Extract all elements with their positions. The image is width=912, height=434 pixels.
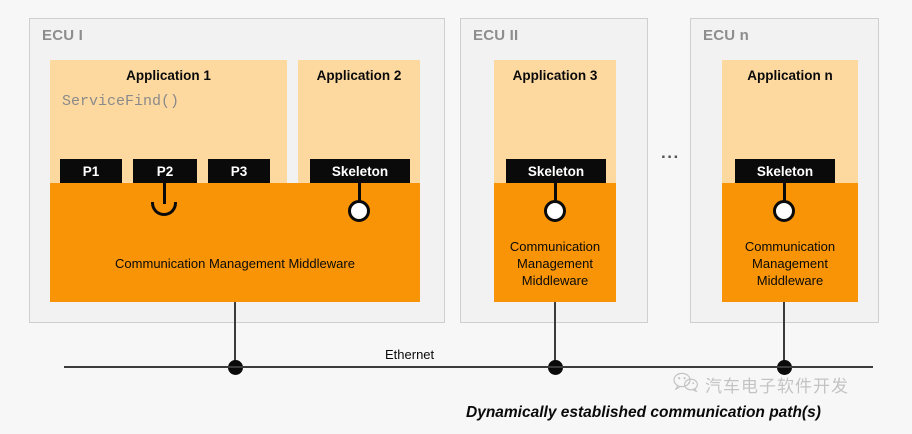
ecu-title-2: ECU II [473, 27, 519, 44]
interface-stem-skeleton-n [783, 183, 786, 202]
ecu-title-3: ECU n [703, 27, 749, 44]
ellipsis-separator: ... [661, 143, 680, 162]
application-title-2: Application 2 [316, 68, 402, 83]
bus-drop-line-2 [554, 302, 556, 367]
watermark: 汽车电子软件开发 [673, 372, 849, 397]
application-title-n: Application n [747, 68, 833, 83]
provided-interface-ball-icon-2 [544, 200, 566, 222]
middleware-label-3: Communication Management Middleware [744, 239, 836, 288]
interface-stem-skeleton-1 [358, 183, 361, 202]
wechat-icon [673, 372, 699, 397]
interface-stem-skeleton-2 [554, 183, 557, 202]
application-code-1: ServiceFind() [62, 93, 180, 110]
bus-drop-line-3 [783, 302, 785, 367]
port-chip-p3[interactable]: P3 [208, 159, 270, 183]
diagram-caption: Dynamically established communication pa… [466, 404, 821, 421]
application-title-3: Application 3 [512, 68, 598, 83]
provided-interface-ball-icon-1 [348, 200, 370, 222]
application-title-1: Application 1 [126, 68, 211, 83]
bus-drop-line-1 [234, 302, 236, 367]
port-chip-p2[interactable]: P2 [133, 159, 197, 183]
ethernet-bus-label: Ethernet [385, 347, 435, 362]
port-chip-p1[interactable]: P1 [60, 159, 122, 183]
watermark-text: 汽车电子软件开发 [705, 377, 849, 396]
skeleton-chip-2[interactable]: Skeleton [506, 159, 606, 183]
ethernet-bus-line [64, 366, 873, 368]
ecu-title-1: ECU I [42, 27, 84, 44]
middleware-label-2: Communication Management Middleware [509, 239, 601, 288]
provided-interface-ball-icon-n [773, 200, 795, 222]
interface-stem-p2 [163, 183, 166, 204]
skeleton-chip-1[interactable]: Skeleton [310, 159, 410, 183]
middleware-label-1: Communication Management Middleware [115, 256, 355, 271]
skeleton-chip-n[interactable]: Skeleton [735, 159, 835, 183]
required-interface-socket-icon [151, 202, 177, 216]
